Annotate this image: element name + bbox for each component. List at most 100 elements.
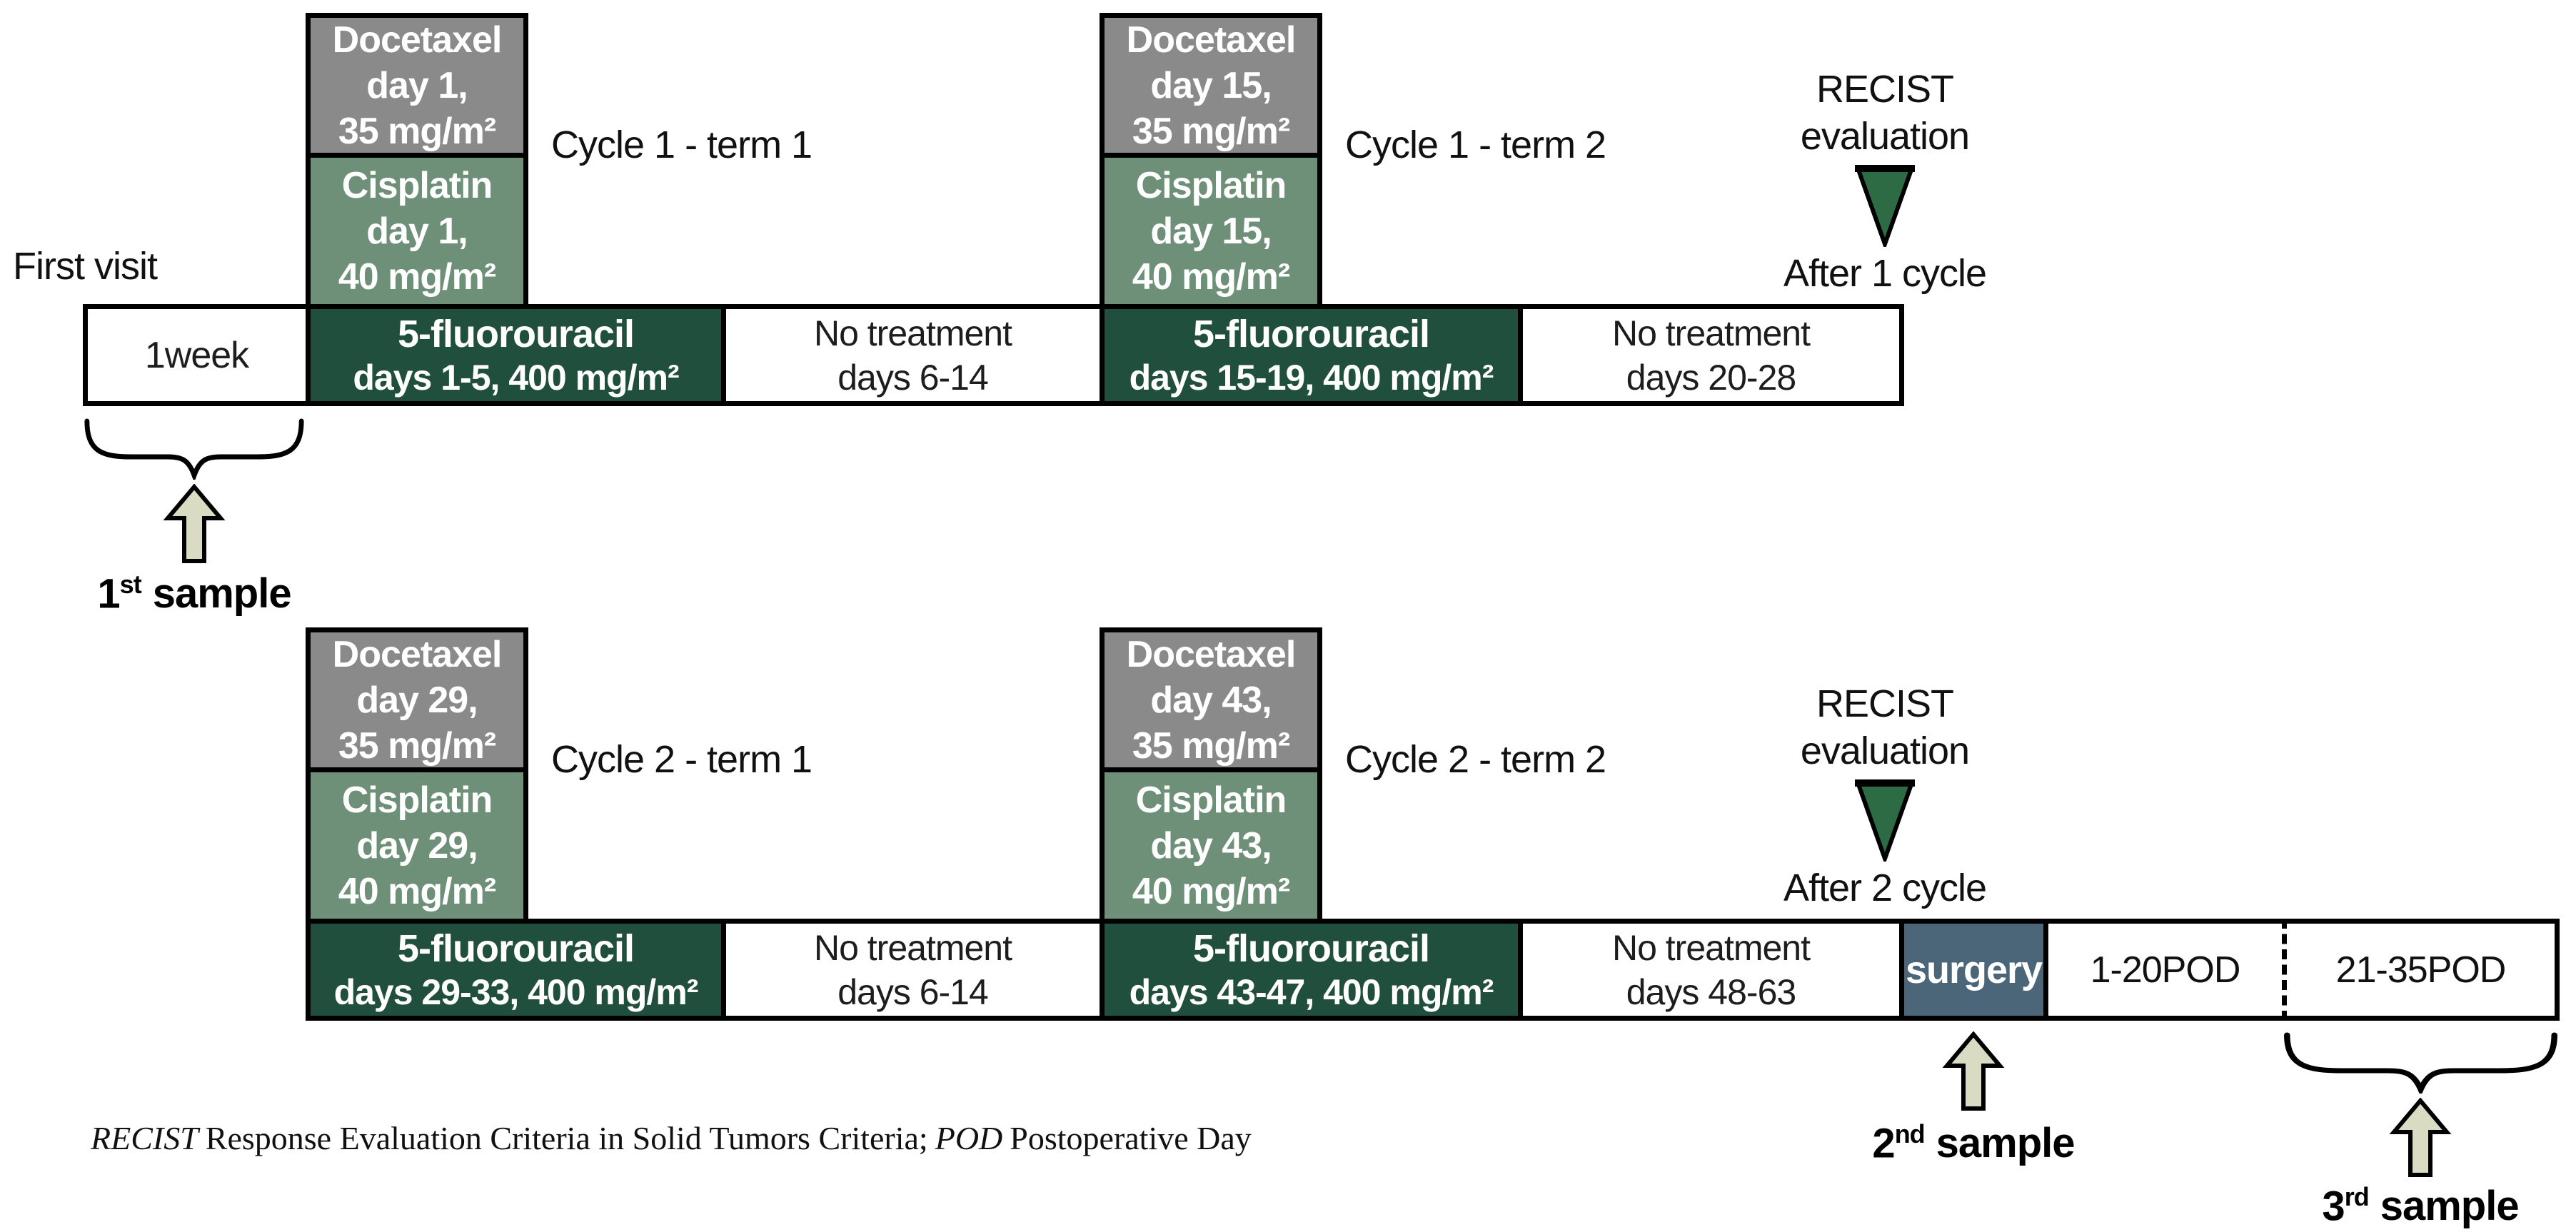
- docetaxel-day: day 43,: [1150, 679, 1272, 721]
- cisplatin-dose: 40 mg/m²: [338, 870, 496, 912]
- docetaxel-dose: 35 mg/m²: [1132, 724, 1290, 767]
- docetaxel-day15-box: Docetaxel day 15, 35 mg/m²: [1100, 13, 1322, 158]
- footnote-pod-text: Postoperative Day: [1010, 1120, 1252, 1156]
- fu-dose: days 15-19, 400 mg/m²: [1129, 357, 1494, 398]
- cisplatin-day: day 15,: [1150, 210, 1272, 252]
- recist-line2: evaluation: [1800, 115, 1970, 158]
- sample1-word: sample: [152, 570, 292, 617]
- docetaxel-day1-box: Docetaxel day 1, 35 mg/m²: [306, 13, 528, 158]
- sample3-brace: [2284, 1032, 2557, 1094]
- docetaxel-name: Docetaxel: [1126, 633, 1297, 675]
- cisplatin-dose: 40 mg/m²: [338, 256, 496, 298]
- recist-line1: RECIST: [1816, 682, 1954, 725]
- no-treatment-days6-14-box-2: No treatment days 6-14: [721, 919, 1105, 1021]
- fu-dose: days 29-33, 400 mg/m²: [333, 971, 699, 1012]
- cycle2-term2-label: Cycle 2 - term 2: [1345, 738, 1606, 781]
- cisplatin-day15-box: Cisplatin day 15, 40 mg/m²: [1100, 153, 1322, 309]
- fu-name: 5-fluorouracil: [1192, 926, 1430, 970]
- no-treatment-line2: days 48-63: [1626, 971, 1796, 1012]
- no-treatment-line1: No treatment: [1611, 313, 1811, 353]
- footnote-recist-abbr: RECIST: [91, 1120, 198, 1156]
- recist-marker-triangle-icon: [1855, 165, 1915, 247]
- sample2-ordinal: nd: [1894, 1119, 1926, 1148]
- docetaxel-day: day 15,: [1150, 64, 1272, 106]
- recist-marker-triangle-icon: [1855, 779, 1915, 862]
- docetaxel-day: day 29,: [356, 679, 478, 721]
- after-1-cycle-label: After 1 cycle: [1783, 252, 1987, 295]
- docetaxel-day29-box: Docetaxel day 29, 35 mg/m²: [306, 627, 528, 772]
- fu-days15-19-box: 5-fluorouracil days 15-19, 400 mg/m²: [1100, 304, 1523, 406]
- surgery-box: surgery: [1899, 919, 2048, 1021]
- pod-21-35-box: 21-35POD: [2287, 919, 2560, 1021]
- fu-name: 5-fluorouracil: [397, 312, 635, 355]
- cisplatin-name: Cisplatin: [341, 164, 493, 206]
- cycle2-term1-label: Cycle 2 - term 1: [551, 738, 812, 781]
- no-treatment-line2: days 6-14: [837, 971, 989, 1012]
- docetaxel-day43-box: Docetaxel day 43, 35 mg/m²: [1100, 627, 1322, 772]
- footnote-recist-text: Response Evaluation Criteria in Solid Tu…: [205, 1120, 928, 1156]
- cisplatin-day43-box: Cisplatin day 43, 40 mg/m²: [1100, 767, 1322, 924]
- sample1-label: 1st sample: [51, 570, 337, 617]
- cisplatin-day: day 1,: [366, 210, 468, 252]
- sample2-word: sample: [1936, 1120, 2076, 1167]
- recist-line2: evaluation: [1800, 729, 1970, 772]
- fu-days43-47-box: 5-fluorouracil days 43-47, 400 mg/m²: [1100, 919, 1523, 1021]
- docetaxel-day: day 1,: [366, 64, 468, 106]
- fu-days29-33-box: 5-fluorouracil days 29-33, 400 mg/m²: [306, 919, 726, 1021]
- pod-1-20-box: 1-20POD: [2043, 919, 2287, 1021]
- week1-box: 1week: [83, 304, 311, 406]
- sample3-up-arrow-icon: [2389, 1098, 2452, 1177]
- no-treatment-line1: No treatment: [813, 313, 1012, 353]
- fu-dose: days 43-47, 400 mg/m²: [1129, 971, 1494, 1012]
- no-treatment-line2: days 20-28: [1626, 357, 1796, 398]
- cisplatin-day: day 43,: [1150, 824, 1272, 867]
- sample3-word: sample: [2380, 1183, 2520, 1230]
- cisplatin-name: Cisplatin: [1135, 164, 1287, 206]
- docetaxel-dose: 35 mg/m²: [1132, 110, 1290, 152]
- cycle1-term1-label: Cycle 1 - term 1: [551, 123, 812, 166]
- recist-evaluation-label-1: RECIST evaluation: [1706, 66, 2063, 160]
- no-treatment-days20-28-box: No treatment days 20-28: [1518, 304, 1904, 406]
- docetaxel-name: Docetaxel: [332, 633, 503, 675]
- sample3-label: 3rd sample: [2278, 1182, 2563, 1230]
- sample1-up-arrow-icon: [163, 484, 226, 563]
- no-treatment-line1: No treatment: [1611, 927, 1811, 968]
- footnote-pod-abbr: POD: [935, 1120, 1003, 1156]
- docetaxel-name: Docetaxel: [1126, 19, 1297, 61]
- cisplatin-day: day 29,: [356, 824, 478, 867]
- sample1-ordinal: st: [119, 570, 142, 599]
- fu-name: 5-fluorouracil: [397, 926, 635, 970]
- sample2-number: 2: [1872, 1120, 1895, 1167]
- surgery-label: surgery: [1905, 948, 2043, 991]
- no-treatment-line1: No treatment: [813, 927, 1012, 968]
- cisplatin-name: Cisplatin: [341, 779, 493, 821]
- fu-days1-5-box: 5-fluorouracil days 1-5, 400 mg/m²: [306, 304, 726, 406]
- pod-21-35-label: 21-35POD: [2335, 949, 2507, 991]
- first-visit-label: First visit: [13, 245, 158, 288]
- sample2-up-arrow-icon: [1942, 1031, 2005, 1111]
- no-treatment-days6-14-box: No treatment days 6-14: [721, 304, 1105, 406]
- cisplatin-day29-box: Cisplatin day 29, 40 mg/m²: [306, 767, 528, 924]
- sample3-number: 3: [2322, 1183, 2345, 1230]
- cisplatin-dose: 40 mg/m²: [1132, 256, 1290, 298]
- recist-line1: RECIST: [1816, 68, 1954, 111]
- recist-evaluation-label-2: RECIST evaluation: [1706, 680, 2063, 774]
- docetaxel-name: Docetaxel: [332, 19, 503, 61]
- pod-1-20-label: 1-20POD: [2090, 949, 2241, 991]
- after-2-cycle-label: After 2 cycle: [1783, 867, 1987, 909]
- sample1-number: 1: [97, 570, 120, 617]
- cisplatin-dose: 40 mg/m²: [1132, 870, 1290, 912]
- sample1-brace: [84, 418, 304, 480]
- week1-label: 1week: [144, 334, 249, 376]
- cycle1-term2-label: Cycle 1 - term 2: [1345, 123, 1606, 166]
- no-treatment-days48-63-box: No treatment days 48-63: [1518, 919, 1904, 1021]
- docetaxel-dose: 35 mg/m²: [338, 724, 496, 767]
- cisplatin-name: Cisplatin: [1135, 779, 1287, 821]
- sample3-ordinal: rd: [2344, 1182, 2370, 1211]
- sample2-label: 2nd sample: [1831, 1119, 2116, 1167]
- docetaxel-dose: 35 mg/m²: [338, 110, 496, 152]
- cisplatin-day1-box: Cisplatin day 1, 40 mg/m²: [306, 153, 528, 309]
- no-treatment-line2: days 6-14: [837, 357, 989, 398]
